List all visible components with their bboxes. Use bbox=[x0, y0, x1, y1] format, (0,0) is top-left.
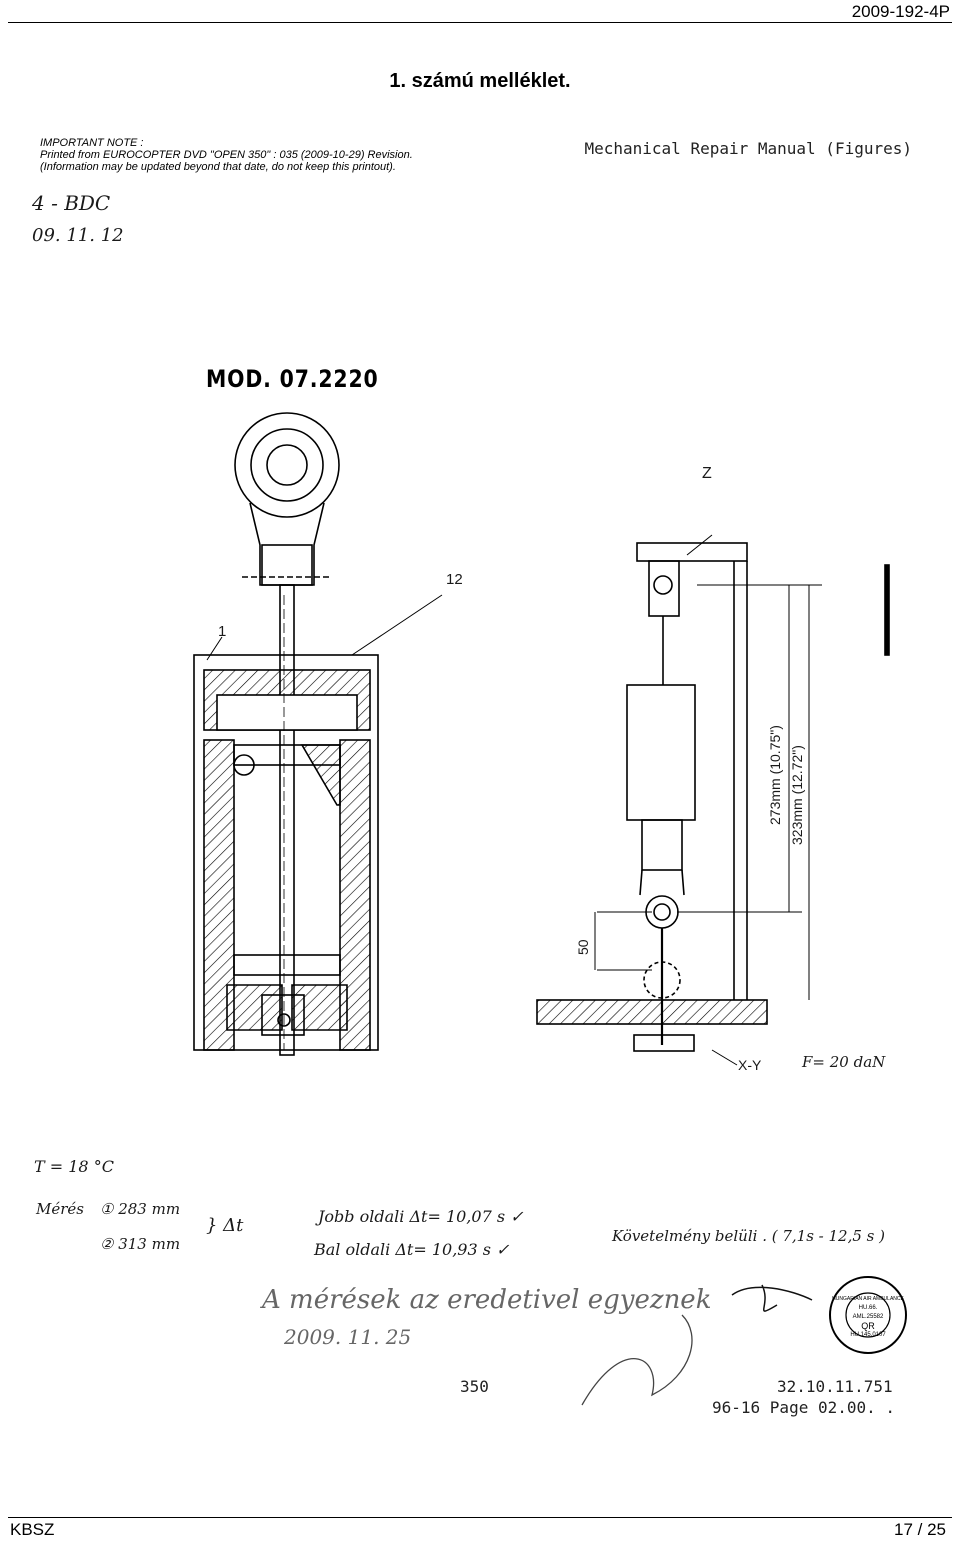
stamp-line: HU.66. bbox=[858, 1305, 878, 1311]
note-sentence: A mérések az eredetivel egyeznek bbox=[262, 1285, 712, 1315]
signature-mark bbox=[581, 1284, 813, 1406]
piston-rod bbox=[279, 584, 295, 1056]
note-right-side: Jobb oldali Δt= 10,07 s ✓ bbox=[318, 1207, 524, 1226]
test-rig-top bbox=[636, 542, 748, 562]
page-ref-right-2: 96-16 Page 02.00. . bbox=[712, 1398, 896, 1417]
callout-force: F= 20 daN bbox=[802, 1053, 886, 1071]
dimension-273: 273mm (10.75") bbox=[767, 725, 783, 825]
damper-body bbox=[626, 684, 696, 821]
note-measure-2: ② 313 mm bbox=[100, 1235, 181, 1253]
stamp-line: HU.145.0107 bbox=[850, 1332, 886, 1338]
note-date2: 2009. 11. 25 bbox=[284, 1325, 412, 1349]
note-delta-t: } Δt bbox=[206, 1215, 244, 1236]
stamp-line: HUNGARIAN AIR AMBULANCE bbox=[832, 1296, 904, 1302]
callout-z: Z bbox=[702, 465, 712, 482]
note-line: (Information may be updated beyond that … bbox=[40, 161, 396, 173]
footer-left: KBSZ bbox=[10, 1520, 55, 1539]
note-line: Printed from EUROCOPTER DVD "OPEN 350" :… bbox=[40, 149, 413, 161]
stamp-text: HUNGARIAN AIR AMBULANCE HU.66. AML.25582… bbox=[828, 1275, 908, 1355]
handwritten-ref: 4 - BDC bbox=[32, 191, 111, 215]
test-rig-base bbox=[536, 999, 768, 1025]
note-meres-label: Mérés bbox=[36, 1200, 84, 1218]
cylinder-body bbox=[193, 654, 379, 1051]
rod-eye-outer bbox=[234, 412, 340, 518]
stamp-line: AML.25582 bbox=[852, 1314, 884, 1320]
footer-rule bbox=[8, 1517, 952, 1518]
mod-label: MOD. 07.2220 bbox=[206, 365, 379, 393]
header-rule bbox=[8, 22, 952, 23]
important-note: IMPORTANT NOTE : Printed from EUROCOPTER… bbox=[40, 137, 413, 173]
document-id: 2009-192-4P bbox=[851, 2, 950, 21]
note-line: IMPORTANT NOTE : bbox=[40, 137, 144, 149]
note-requirement: Követelmény belüli . ( 7,1s - 12,5 s ) bbox=[612, 1227, 885, 1245]
page-ref-left: 350 bbox=[460, 1377, 489, 1396]
callout-xy: X-Y bbox=[738, 1057, 762, 1073]
scanned-figure: IMPORTANT NOTE : Printed from EUROCOPTER… bbox=[22, 125, 944, 1437]
dimension-323: 323mm (12.72") bbox=[789, 745, 805, 845]
approval-stamp bbox=[829, 1276, 907, 1354]
page-number: 17 / 25 bbox=[894, 1520, 946, 1539]
damper-drawing bbox=[193, 412, 890, 1066]
page-title: 1. számú melléklet. bbox=[389, 70, 571, 92]
note-measure-1: ① 283 mm bbox=[100, 1200, 181, 1218]
dimension-50: 50 bbox=[575, 939, 591, 955]
note-left-side: Bal oldali Δt= 10,93 s ✓ bbox=[314, 1240, 510, 1259]
callout-12: 12 bbox=[446, 571, 463, 588]
callout-1: 1 bbox=[218, 623, 227, 640]
note-temperature: T = 18 °C bbox=[34, 1157, 114, 1176]
handwritten-date: 09. 11. 12 bbox=[32, 225, 124, 246]
stamp-line: QR bbox=[861, 1321, 875, 1331]
manual-title: Mechanical Repair Manual (Figures) bbox=[584, 139, 912, 158]
page-ref-right-1: 32.10.11.751 bbox=[777, 1377, 893, 1396]
